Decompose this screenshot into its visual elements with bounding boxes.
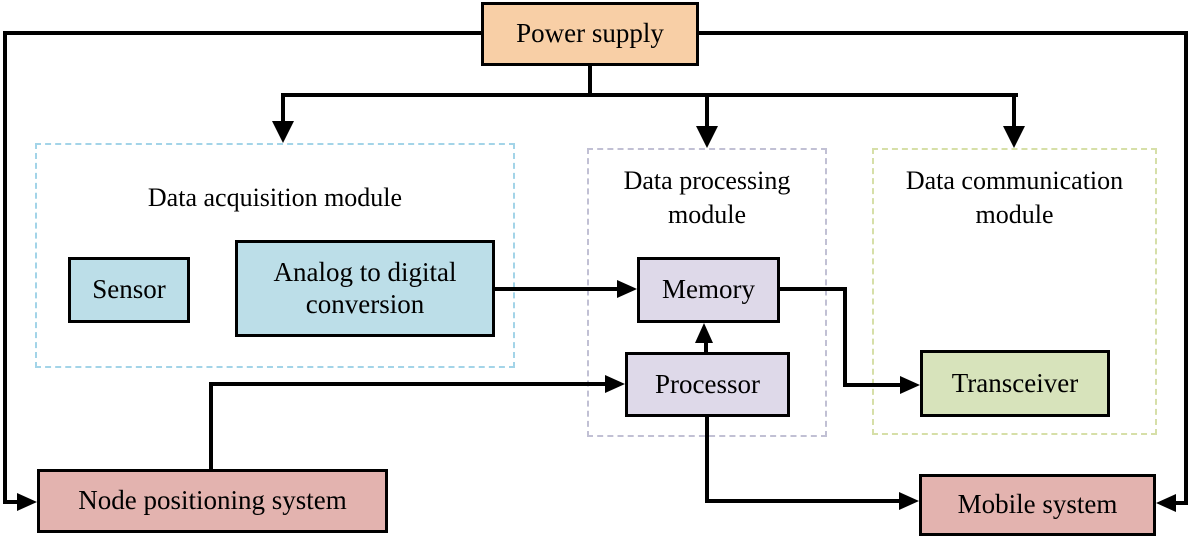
data-communication-module-title: Data communication module bbox=[905, 166, 1124, 229]
edge-processor-to-mobile-v bbox=[705, 417, 709, 503]
mobile-system-label: Mobile system bbox=[957, 489, 1118, 520]
edge-power-to-mobile-right-segment bbox=[1184, 31, 1188, 505]
edge-power-distribution-bus bbox=[281, 93, 1018, 97]
adc-box: Analog to digital conversion bbox=[235, 240, 495, 337]
arrowhead-into-communication-module bbox=[1003, 126, 1025, 148]
data-processing-module: Data processing module Memory Processor bbox=[587, 148, 827, 437]
arrowhead-into-processor bbox=[605, 375, 625, 393]
data-processing-module-title: Data processing module bbox=[623, 166, 791, 229]
edge-adc-to-memory-segment bbox=[495, 287, 619, 291]
edge-nps-to-processor-h bbox=[209, 382, 605, 386]
mobile-system-box: Mobile system bbox=[919, 474, 1156, 536]
arrowhead-into-mobile-system-left bbox=[899, 492, 919, 510]
edge-memory-to-transceiver-h2 bbox=[843, 383, 902, 387]
edge-power-to-acquisition-segment bbox=[281, 93, 285, 123]
node-positioning-system-label: Node positioning system bbox=[78, 485, 347, 516]
data-acquisition-module-title: Data acquisition module bbox=[147, 183, 403, 212]
edge-power-to-nps-left-segment bbox=[3, 31, 7, 502]
arrowhead-into-memory-left bbox=[617, 280, 637, 298]
arrowhead-into-processing-module bbox=[696, 126, 718, 148]
sensor-box: Sensor bbox=[68, 257, 190, 323]
edge-nps-to-processor-v bbox=[209, 385, 213, 469]
transceiver-box: Transceiver bbox=[920, 350, 1110, 417]
node-positioning-system-box: Node positioning system bbox=[37, 469, 388, 533]
edge-power-to-mobile-top-segment bbox=[699, 31, 1188, 35]
adc-label: Analog to digital conversion bbox=[273, 257, 457, 319]
sensor-label: Sensor bbox=[92, 274, 166, 305]
edge-processor-to-memory-segment bbox=[704, 341, 708, 352]
edge-power-to-processing-segment bbox=[705, 93, 709, 126]
edge-memory-to-transceiver-v bbox=[843, 287, 847, 387]
processor-label: Processor bbox=[655, 368, 760, 399]
edge-memory-to-transceiver-h1 bbox=[780, 287, 847, 291]
edge-power-to-nps-bottom-segment bbox=[3, 500, 18, 504]
data-acquisition-module: Data acquisition module Sensor Analog to… bbox=[35, 143, 515, 368]
edge-power-to-nps-top-segment bbox=[3, 31, 481, 35]
memory-box: Memory bbox=[637, 257, 780, 323]
processor-box: Processor bbox=[625, 352, 790, 417]
edge-power-to-mobile-bottom-segment bbox=[1176, 501, 1188, 505]
edge-processor-to-mobile-h bbox=[705, 499, 899, 503]
power-supply-label: Power supply bbox=[516, 18, 664, 49]
arrowhead-into-transceiver bbox=[900, 376, 920, 394]
power-supply-box: Power supply bbox=[481, 2, 699, 66]
arrowhead-into-acquisition-module bbox=[272, 121, 294, 143]
arrowhead-into-node-positioning bbox=[17, 493, 37, 511]
arrowhead-into-memory-bottom bbox=[695, 323, 713, 343]
data-communication-module: Data communication module Transceiver bbox=[872, 148, 1157, 435]
transceiver-label: Transceiver bbox=[951, 367, 1079, 398]
edge-power-drop-segment bbox=[588, 66, 592, 95]
arrowhead-into-mobile-system-right bbox=[1156, 494, 1176, 512]
edge-power-to-communication-segment bbox=[1012, 93, 1016, 126]
memory-label: Memory bbox=[662, 274, 755, 305]
